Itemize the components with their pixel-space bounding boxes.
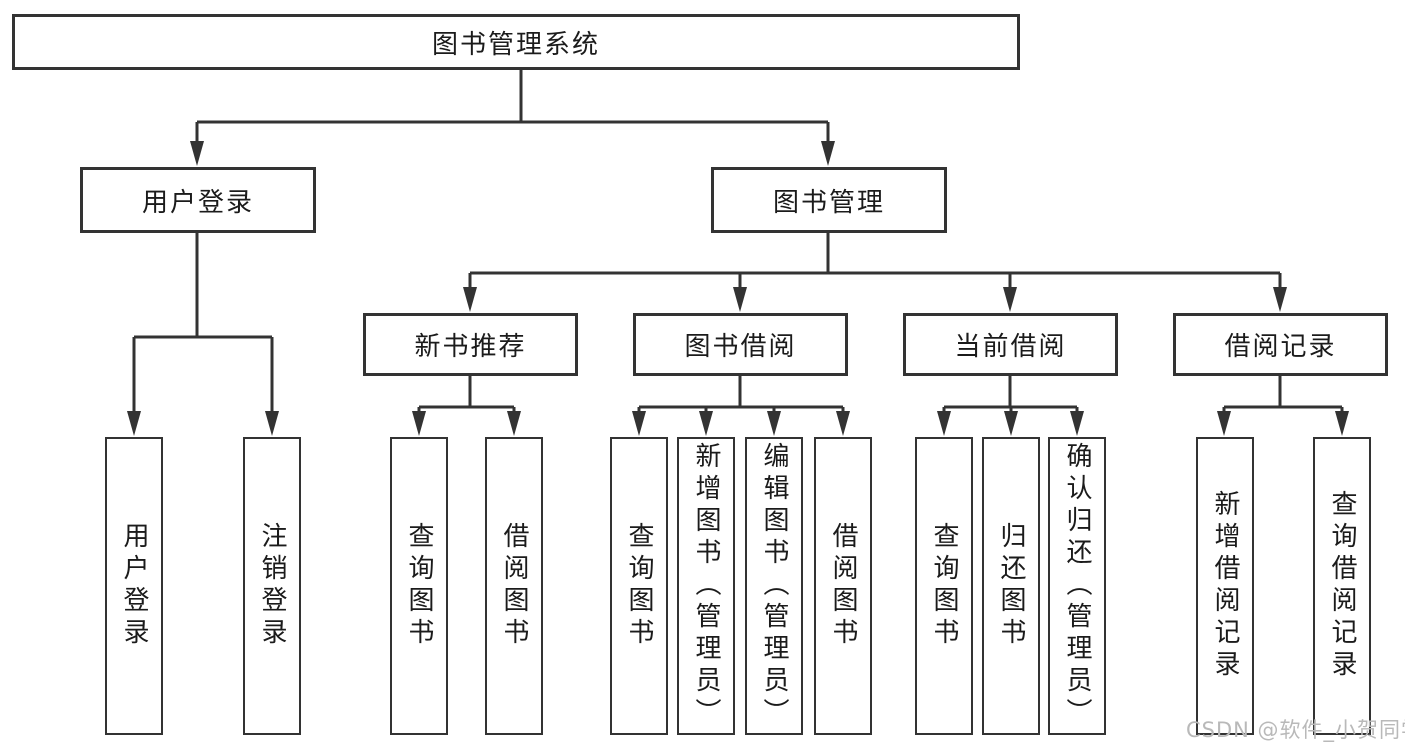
leaf-add-borrow-record-label: 新增借阅记录 <box>1210 490 1240 682</box>
arrowheads <box>127 141 1349 436</box>
leaf-user-login: 用户登录 <box>105 437 163 735</box>
leaf-query-borrow-record-label: 查询借阅记录 <box>1327 490 1357 682</box>
leaf-query-books-current: 查询图书 <box>915 437 973 735</box>
node-book-management: 图书管理 <box>711 167 947 233</box>
root-node-label: 图书管理系统 <box>431 29 600 60</box>
leaf-return-books: 归还图书 <box>982 437 1040 735</box>
leaf-logout: 注销登录 <box>243 437 301 735</box>
leaf-query-books-current-label: 查询图书 <box>929 522 959 650</box>
leaf-borrow-books-borrowing-label: 借阅图书 <box>828 522 858 650</box>
leaf-query-books-borrowing-label: 查询图书 <box>624 522 654 650</box>
node-current-borrowing: 当前借阅 <box>903 313 1118 376</box>
leaf-borrow-books-recommend-label: 借阅图书 <box>499 522 529 650</box>
leaf-add-books-admin-label: 新增图书（管理员） <box>691 442 721 730</box>
leaf-borrow-books-borrowing: 借阅图书 <box>814 437 872 735</box>
root-node-library-management-system: 图书管理系统 <box>12 14 1020 70</box>
node-book-management-label: 图书管理 <box>772 187 885 218</box>
leaf-user-login-label: 用户登录 <box>119 522 149 650</box>
leaf-logout-label: 注销登录 <box>257 522 287 650</box>
csdn-watermark: CSDN @软件_小贺同学 <box>1186 718 1405 742</box>
leaf-confirm-return-admin-label: 确认归还（管理员） <box>1062 442 1092 730</box>
leaf-add-books-admin: 新增图书（管理员） <box>677 437 735 735</box>
leaf-borrow-books-recommend: 借阅图书 <box>485 437 543 735</box>
node-borrowing-records: 借阅记录 <box>1173 313 1388 376</box>
leaf-query-books-recommend: 查询图书 <box>390 437 448 735</box>
node-new-book-recommendation: 新书推荐 <box>363 313 578 376</box>
node-book-borrowing-label: 图书借阅 <box>684 332 797 362</box>
node-new-book-recommendation-label: 新书推荐 <box>414 332 527 362</box>
leaf-query-books-recommend-label: 查询图书 <box>404 522 434 650</box>
leaf-query-borrow-record: 查询借阅记录 <box>1313 437 1371 735</box>
leaf-query-books-borrowing: 查询图书 <box>610 437 668 735</box>
leaf-add-borrow-record: 新增借阅记录 <box>1196 437 1254 735</box>
leaf-edit-books-admin-label: 编辑图书（管理员） <box>759 442 789 730</box>
leaf-confirm-return-admin: 确认归还（管理员） <box>1048 437 1106 735</box>
node-book-borrowing: 图书借阅 <box>633 313 848 376</box>
node-borrowing-records-label: 借阅记录 <box>1224 332 1337 362</box>
leaf-edit-books-admin: 编辑图书（管理员） <box>745 437 803 735</box>
node-current-borrowing-label: 当前借阅 <box>954 332 1067 362</box>
node-user-login: 用户登录 <box>80 167 316 233</box>
leaf-return-books-label: 归还图书 <box>996 522 1026 650</box>
node-user-login-label: 用户登录 <box>141 187 254 218</box>
